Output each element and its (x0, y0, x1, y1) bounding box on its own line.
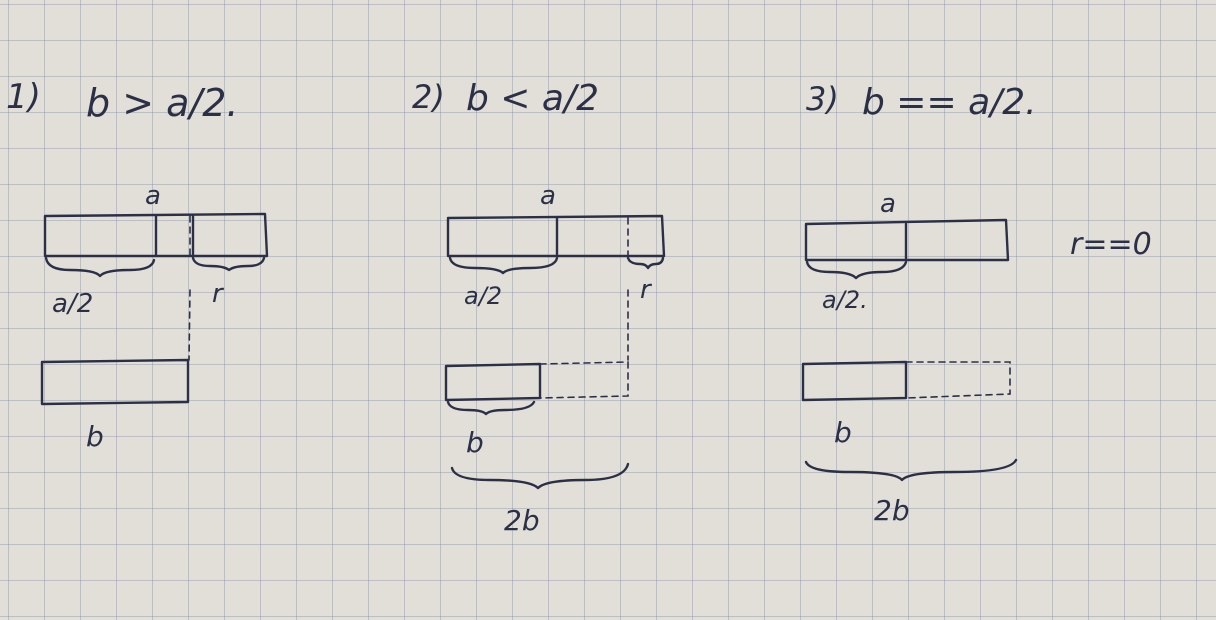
case-3-bar-b (801, 360, 908, 402)
case-3: 3) b == a/2. a a/2. r==0 b 2b (801, 80, 1152, 527)
case-1-a-label: a (145, 181, 161, 211)
case-3-result-label: r==0 (1070, 227, 1152, 262)
case-1-b-label: b (86, 420, 104, 453)
case-2-bar-b (444, 362, 542, 402)
case-2-a-label: a (540, 181, 556, 211)
case-1-bar-a (43, 212, 269, 258)
case-1-bar-b (40, 358, 190, 406)
case-1-r-label: r (212, 279, 225, 309)
case-1-condition: b > a/2. (86, 81, 238, 125)
case-3-bar-a (804, 218, 1010, 262)
case-2-bar-a (446, 214, 666, 258)
case-3-second-b-outline (905, 361, 1011, 399)
case-1-half-brace (44, 256, 156, 278)
case-2-b-label: b (466, 426, 484, 459)
case-3-2b-label: 2b (874, 494, 910, 527)
case-3-a-label: a (880, 189, 896, 219)
case-2-half-brace (448, 256, 559, 275)
case-3-half-label: a/2. (822, 286, 868, 314)
case-1-r-guide (188, 289, 191, 361)
case-3-2b-brace (804, 458, 1018, 482)
case-2-2b-label: 2b (504, 504, 540, 537)
case-1-r-brace (191, 256, 266, 272)
case-3-number: 3) (806, 80, 839, 118)
case-2-b-brace (446, 400, 536, 416)
case-3-half-brace (805, 260, 908, 280)
case-2-condition: b < a/2 (466, 78, 599, 119)
case-1-number: 1) (6, 77, 41, 117)
case-2-second-b-outline (539, 361, 629, 399)
case-2: 2) b < a/2 a a/2 r b 2b (412, 78, 666, 537)
case-2-r-label: r (640, 275, 653, 305)
case-2-r-brace (626, 256, 665, 270)
case-3-condition: b == a/2. (862, 82, 1037, 123)
case-3-b-label: b (834, 416, 852, 449)
case-1: 1) b > a/2. a a/2 r b (6, 77, 269, 453)
case-2-2b-brace (450, 462, 630, 490)
case-2-half-label: a/2 (464, 282, 502, 310)
case-1-half-label: a/2 (52, 289, 93, 319)
case-2-number: 2) (412, 78, 445, 116)
